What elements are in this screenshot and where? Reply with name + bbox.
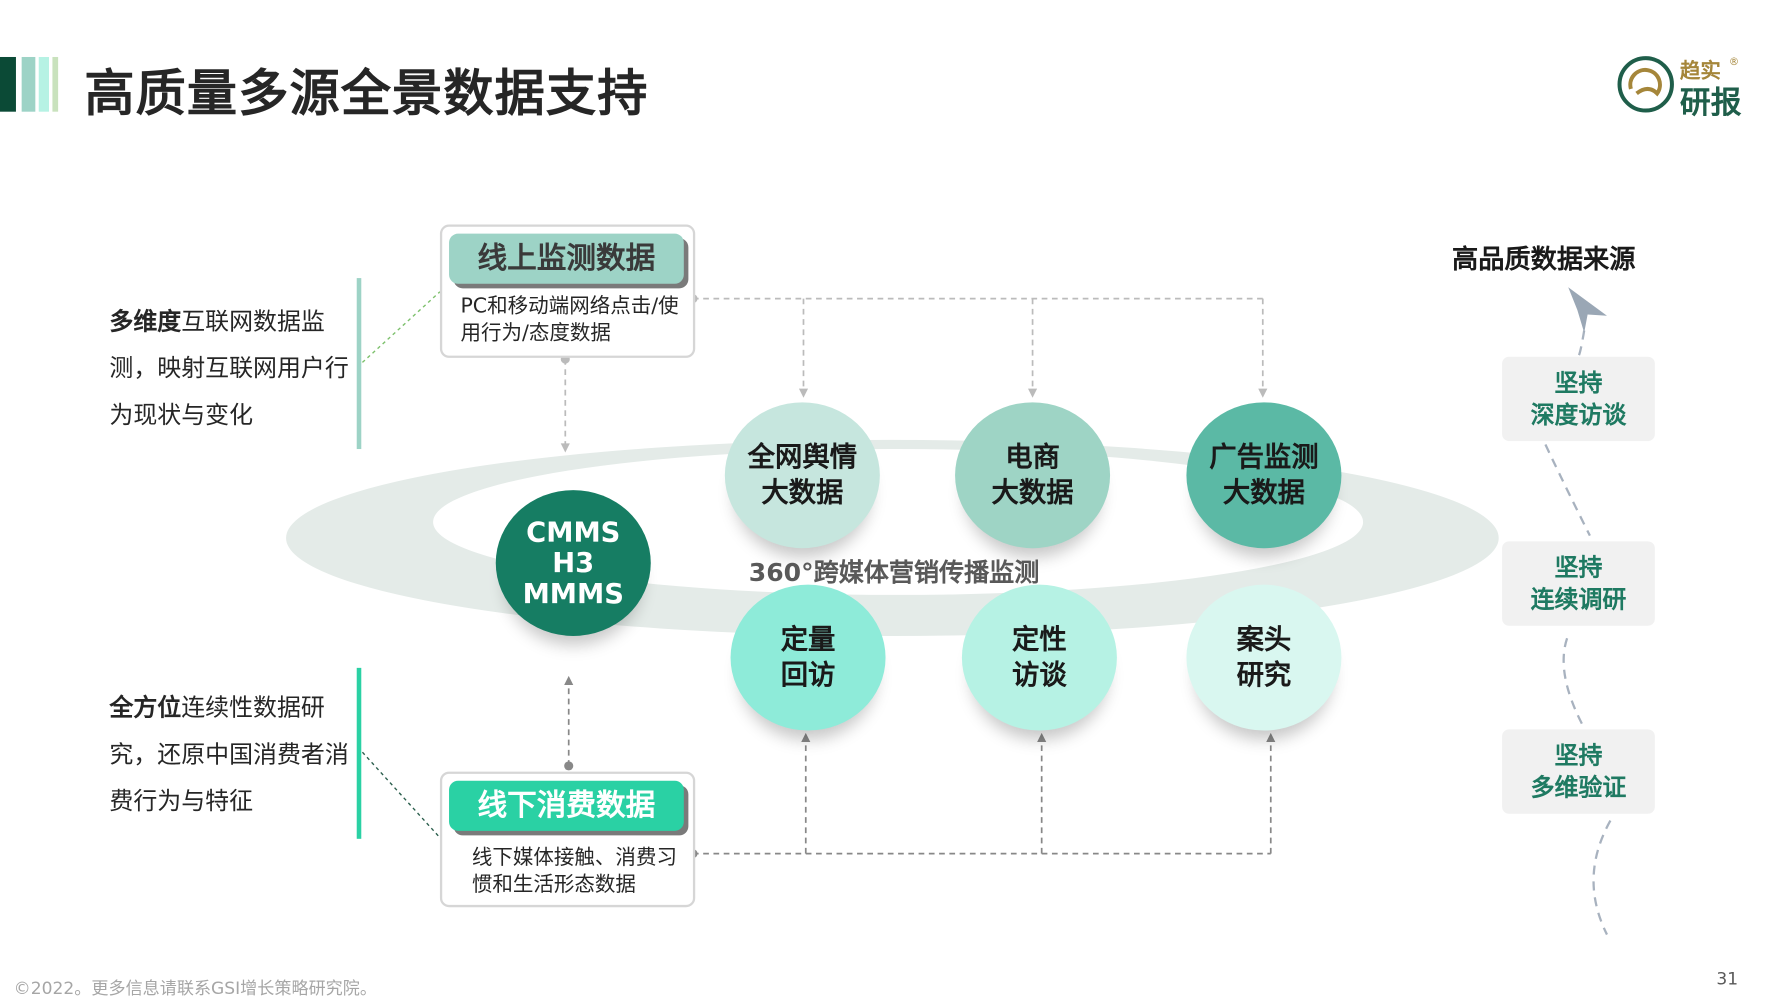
- right-item-multi-verification: 坚持 多维验证: [1502, 729, 1655, 814]
- right-dashed-path: [1544, 330, 1612, 936]
- logo-q-icon: [1617, 56, 1674, 113]
- circle-quant-revisit: 定量 回访: [730, 584, 886, 731]
- title-bar-accent-3: [38, 56, 50, 112]
- circle-cmms: CMMS H3 MMMS: [495, 490, 651, 636]
- online-data-label: 线上监测数据: [449, 233, 684, 284]
- right-item-continuous-research: 坚持 连续调研: [1502, 541, 1655, 626]
- title-bar-accent-1: [0, 56, 16, 112]
- circle-ad-monitor: 广告监测 大数据: [1186, 402, 1342, 549]
- offline-data-label: 线下消费数据: [449, 780, 684, 831]
- title-bar-accent-4: [52, 56, 59, 112]
- left-note-online: 多维度互联网数据监测，映射互联网用户行为现状与变化: [109, 307, 349, 429]
- circle-public-opinion: 全网舆情 大数据: [724, 402, 880, 549]
- right-item-depth-interview: 坚持 深度访谈: [1502, 356, 1655, 442]
- circle-qual-interview: 定性 访谈: [961, 584, 1117, 731]
- offline-data-desc: 线下媒体接触、消费习惯和生活形态数据: [471, 845, 677, 897]
- circle-ecommerce: 电商 大数据: [955, 402, 1111, 549]
- left-accent-line-bottom: [356, 667, 362, 839]
- connector-offline: [692, 738, 1272, 855]
- connector-left-bottom: [361, 751, 441, 839]
- logo-registered: ®: [1728, 56, 1740, 69]
- media-ring-inner: [433, 449, 1364, 595]
- connector-online-top: [692, 297, 1264, 394]
- ring-label: 360°跨媒体营销传播监测: [748, 559, 1040, 589]
- logo-brand-top: 趋实: [1679, 59, 1721, 84]
- logo-brand-bottom: 研报: [1679, 85, 1742, 121]
- right-panel-title: 高品质数据来源: [1451, 245, 1636, 275]
- page-title: 高质量多源全景数据支持: [84, 64, 649, 124]
- paper-plane-icon: [1568, 287, 1607, 333]
- online-data-card: 线上监测数据 PC和移动端网络点击/使用行为/态度数据: [439, 224, 696, 358]
- connector-left-top: [361, 291, 441, 363]
- title-bar-accent-2: [21, 56, 36, 112]
- footer-copyright: ©2022。更多信息请联系GSI增长策略研究院。: [13, 977, 377, 999]
- offline-data-card: 线下消费数据 线下媒体接触、消费习惯和生活形态数据: [439, 771, 696, 908]
- online-data-desc: PC和移动端网络点击/使用行为/态度数据: [460, 294, 679, 346]
- page-number: 31: [1716, 968, 1739, 990]
- left-accent-line-top: [356, 278, 362, 450]
- left-note-offline: 全方位连续性数据研究，还原中国消费者消费行为与特征: [109, 694, 349, 815]
- circle-desk-research: 案头 研究: [1186, 584, 1342, 731]
- brand-logo: 趋实 ® 研报: [1616, 55, 1753, 121]
